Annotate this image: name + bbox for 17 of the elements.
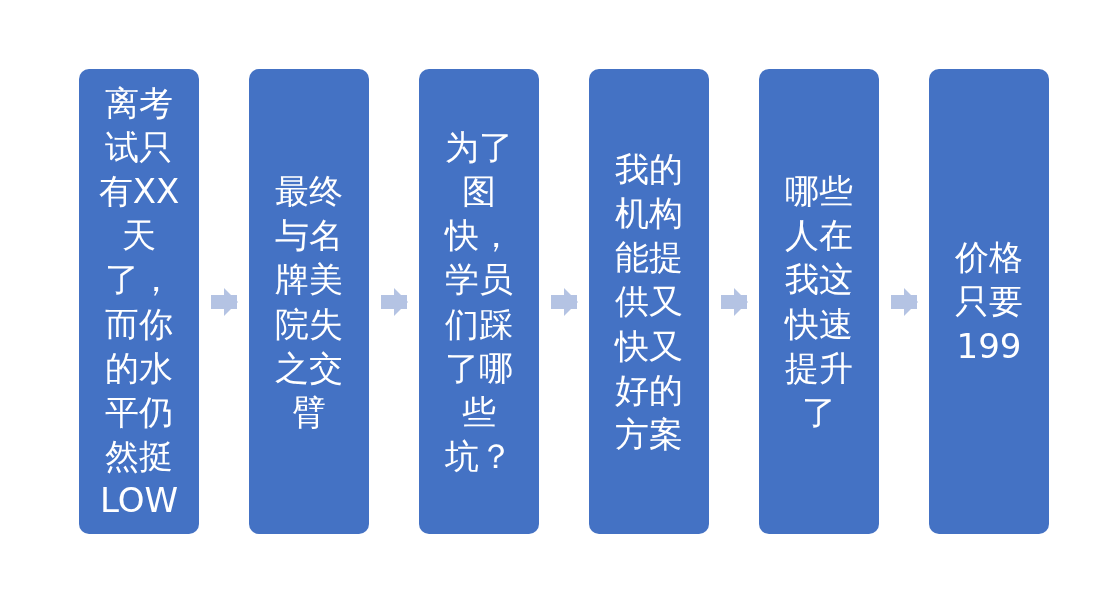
arrow (381, 288, 408, 316)
process-box (759, 69, 879, 534)
process-box (929, 69, 1049, 534)
box-text: 为了图快，学员们踩了哪些坑？ (443, 125, 514, 479)
box-text: 离考试只有XX天了，而你的水平仍然挺LOW (97, 81, 181, 523)
arrow (551, 288, 578, 316)
process-box (249, 69, 369, 534)
process-box (419, 69, 539, 534)
box-text: 我的机构能提供又快又好的方案 (613, 147, 684, 456)
box-text: 最终与名牌美院失之交臂 (274, 169, 344, 434)
arrow (721, 288, 748, 316)
arrow (891, 288, 918, 316)
box-text: 哪些人在我这快速提升了 (783, 169, 854, 434)
box-text: 价格只要199 (954, 236, 1024, 368)
process-box (79, 69, 199, 534)
arrow (211, 288, 238, 316)
process-box (589, 69, 709, 534)
